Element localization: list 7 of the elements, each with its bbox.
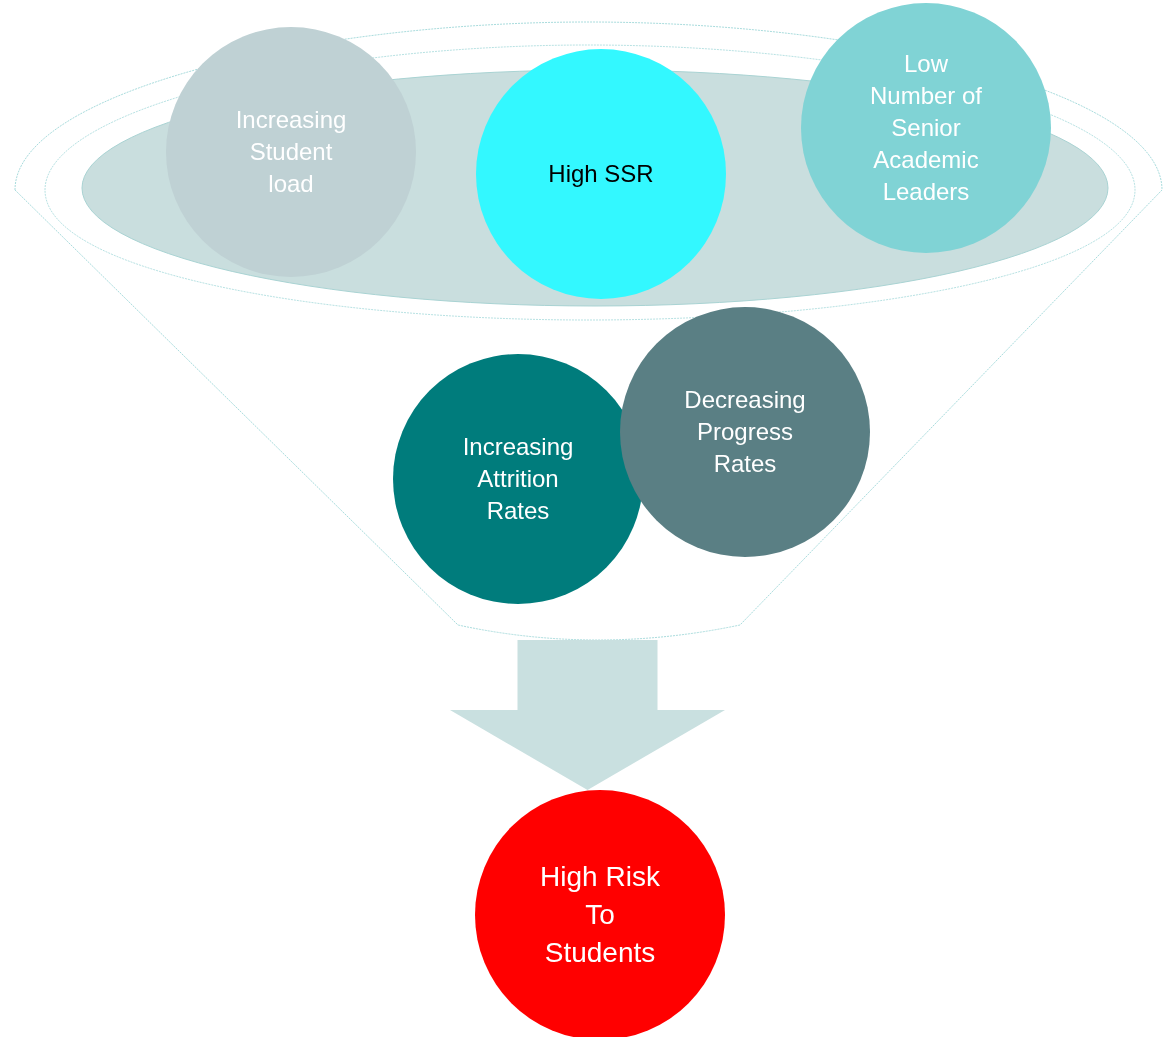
circle-label: Increasing Attrition Rates: [461, 432, 575, 526]
block-arrow: [450, 640, 725, 790]
circle-label: Low Number of Senior Academic Leaders: [868, 49, 983, 207]
circle-label: High Risk To Students: [539, 860, 661, 970]
circle-label: Decreasing Progress Rates: [683, 385, 807, 479]
circle-label: High SSR: [547, 159, 655, 189]
circle-label: Increasing Student load: [234, 105, 348, 199]
